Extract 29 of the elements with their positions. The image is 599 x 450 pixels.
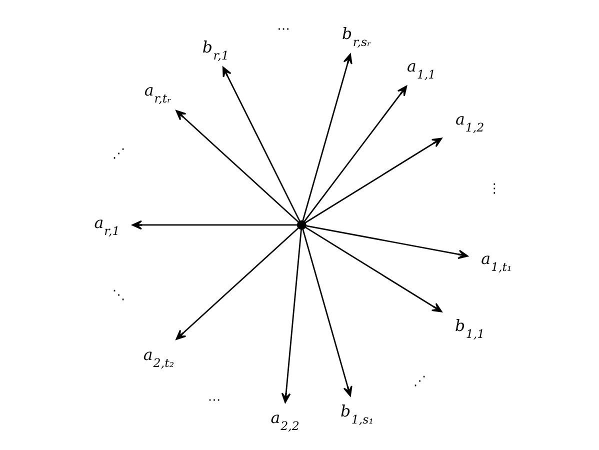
arrow — [303, 86, 407, 222]
arrow — [280, 229, 302, 404]
node-text: b$_{1,s₁}$ — [340, 401, 373, 426]
arrow — [131, 220, 297, 230]
arrow — [305, 225, 468, 259]
arrow — [175, 228, 298, 340]
node-text: b$_{r,sᵣ}$ — [342, 24, 371, 50]
node-text: a$_{1,t₁}$ — [480, 248, 512, 274]
node-text: b$_{1,1}$ — [454, 316, 484, 341]
label: ⋮ — [487, 181, 500, 196]
label: ⋰ — [412, 374, 426, 389]
node-text: b$_{r,1}$ — [202, 37, 228, 62]
arrow — [175, 110, 298, 222]
label: ⋯ — [276, 22, 290, 38]
arrow — [302, 54, 352, 221]
arrow — [222, 66, 300, 222]
arrow — [302, 229, 352, 396]
node-text: a$_{2,t₂}$ — [142, 344, 174, 370]
node-text: a$_{1,2}$ — [455, 110, 484, 135]
label: ⋰ — [112, 146, 125, 162]
node-text: a$_{r,tᵣ}$ — [144, 80, 171, 106]
label: ⋱ — [112, 288, 125, 304]
node-text: a$_{1,1}$ — [406, 56, 436, 82]
arrow — [304, 226, 442, 312]
node-text: a$_{r,1}$ — [94, 212, 120, 238]
arrow — [304, 138, 442, 224]
node-text: a$_{2,2}$ — [270, 408, 299, 433]
node-circle — [296, 220, 306, 230]
label: ⋯ — [207, 392, 220, 408]
